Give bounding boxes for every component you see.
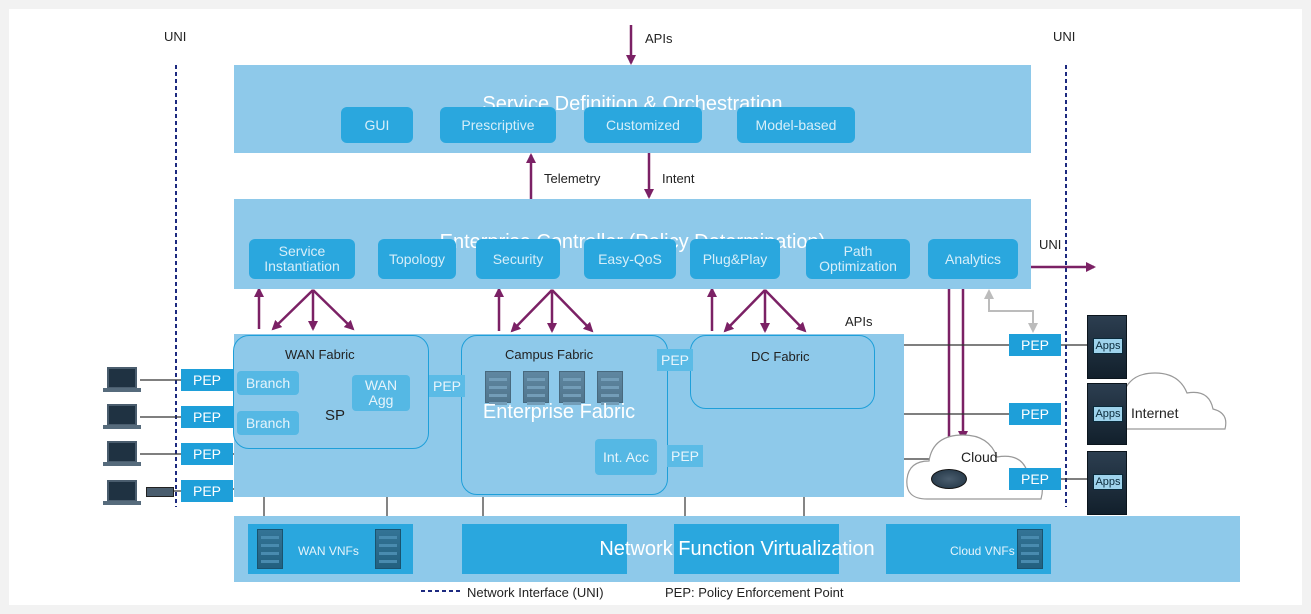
wan-fabric-title: WAN Fabric bbox=[285, 347, 355, 362]
server-3-icon: Apps bbox=[1087, 451, 1127, 515]
uni-label-left: UNI bbox=[164, 29, 187, 44]
legend-uni: Network Interface (UNI) bbox=[467, 585, 604, 600]
uni-label-right: UNI bbox=[1053, 29, 1076, 44]
campus-rack-3 bbox=[559, 371, 585, 403]
internet-grey-arrow bbox=[988, 293, 1038, 333]
pep-right-3[interactable]: PEP bbox=[1009, 468, 1061, 490]
pep-wan-agg[interactable]: PEP bbox=[429, 375, 465, 397]
server-1-icon: Apps bbox=[1087, 315, 1127, 379]
diagram-canvas: UNI UNI APIs Service Definition & Orches… bbox=[9, 9, 1302, 605]
chip-analytics[interactable]: Analytics bbox=[928, 239, 1018, 279]
apis-top-label: APIs bbox=[645, 31, 673, 46]
cloud-vnfs-label: Cloud VNFs bbox=[950, 544, 1015, 558]
chip-model-based[interactable]: Model-based bbox=[737, 107, 855, 143]
chip-topology[interactable]: Topology bbox=[378, 239, 456, 279]
nfv-server-1-icon bbox=[257, 529, 283, 569]
pep-int-acc[interactable]: PEP bbox=[667, 445, 703, 467]
chip-prescriptive[interactable]: Prescriptive bbox=[440, 107, 556, 143]
arrows-group-campus bbox=[494, 287, 594, 333]
pep-campus-dc[interactable]: PEP bbox=[657, 349, 693, 371]
nfv-server-2-icon bbox=[375, 529, 401, 569]
legend-pep: PEP: Policy Enforcement Point bbox=[665, 585, 844, 600]
chip-easy-qos[interactable]: Easy-QoS bbox=[584, 239, 676, 279]
int-acc[interactable]: Int. Acc bbox=[595, 439, 657, 475]
nfv-box-dc bbox=[674, 524, 839, 574]
small-router-icon bbox=[146, 487, 174, 497]
campus-rack-2 bbox=[523, 371, 549, 403]
dc-fabric bbox=[690, 335, 875, 409]
chip-security[interactable]: Security bbox=[476, 239, 560, 279]
nfv-server-3-icon bbox=[1017, 529, 1043, 569]
pep-right-1[interactable]: PEP bbox=[1009, 334, 1061, 356]
campus-rack-4 bbox=[597, 371, 623, 403]
branch-2[interactable]: Branch bbox=[237, 411, 299, 435]
arrows-group-wan bbox=[254, 287, 355, 331]
pep-left-1[interactable]: PEP bbox=[181, 369, 233, 391]
orchestration-layer: Service Definition & Orchestration GUI P… bbox=[234, 65, 1031, 153]
telemetry-label: Telemetry bbox=[544, 171, 601, 186]
apps-label-3: Apps bbox=[1093, 474, 1123, 490]
cloud-label: Cloud bbox=[961, 449, 998, 465]
orchestration-title: Service Definition & Orchestration bbox=[482, 93, 783, 115]
controller-layer: Enterprise Controller (Policy Determinat… bbox=[234, 199, 1031, 289]
dc-fabric-title: DC Fabric bbox=[751, 349, 810, 364]
pep-left-2[interactable]: PEP bbox=[181, 406, 233, 428]
uni-label-right-mid: UNI bbox=[1039, 237, 1062, 252]
apps-label-2: Apps bbox=[1093, 406, 1123, 422]
chip-service-instantiation[interactable]: Service Instantiation bbox=[249, 239, 355, 279]
wan-agg[interactable]: WAN Agg bbox=[352, 375, 410, 411]
campus-fabric-title: Campus Fabric bbox=[505, 347, 594, 362]
chip-gui[interactable]: GUI bbox=[341, 107, 413, 143]
chip-path-optimization[interactable]: Path Optimization bbox=[806, 239, 910, 279]
pep-left-3[interactable]: PEP bbox=[181, 443, 233, 465]
arrows-group-dc bbox=[707, 287, 807, 333]
chip-plug-and-play[interactable]: Plug&Play bbox=[690, 239, 780, 279]
branch-1[interactable]: Branch bbox=[237, 371, 299, 395]
sp-label: SP bbox=[325, 407, 346, 424]
pep-left-4[interactable]: PEP bbox=[181, 480, 233, 502]
cloud-router-icon bbox=[931, 469, 967, 489]
apps-label-1: Apps bbox=[1093, 338, 1123, 354]
nfv-title: Network Function Virtualization bbox=[599, 538, 875, 560]
campus-rack-1 bbox=[485, 371, 511, 403]
intent-label: Intent bbox=[662, 171, 695, 186]
enterprise-fabric-title: Enterprise Fabric bbox=[482, 401, 636, 423]
internet-label: Internet bbox=[1131, 405, 1179, 421]
server-2-icon: Apps bbox=[1087, 383, 1127, 445]
apis-mid-label: APIs bbox=[845, 314, 873, 329]
nfv-box-campus bbox=[462, 524, 627, 574]
wan-vnfs-label: WAN VNFs bbox=[298, 544, 359, 558]
chip-customized[interactable]: Customized bbox=[584, 107, 702, 143]
pep-right-2[interactable]: PEP bbox=[1009, 403, 1061, 425]
